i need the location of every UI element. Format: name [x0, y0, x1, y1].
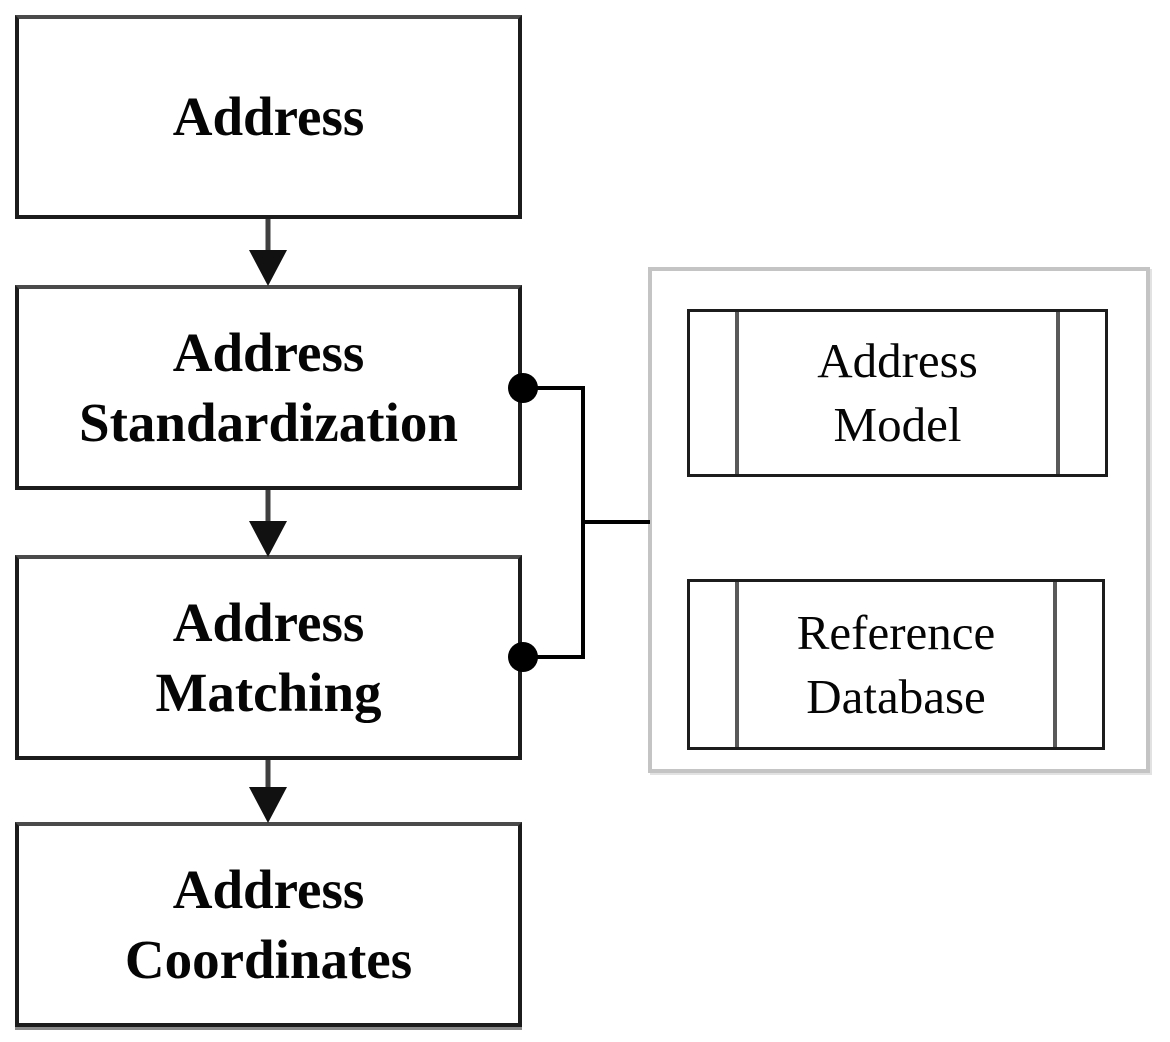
node-address-coordinates: Address Coordinates	[15, 822, 522, 1027]
node-label-line: Address	[172, 322, 365, 384]
node-address-matching: Address Matching	[15, 555, 522, 760]
node-label-line: Coordinates	[124, 928, 413, 990]
resource-label-line: Reference	[796, 604, 996, 660]
arrow-down-icon	[249, 250, 287, 286]
resource-label-line: Address	[817, 333, 978, 389]
resource-label-line: Database	[806, 668, 986, 724]
node-label-line: Standardization	[79, 391, 458, 453]
node-address: Address	[15, 15, 522, 219]
resource-label-line: Model	[833, 397, 962, 452]
node-address-standardization: Address Standardization	[15, 285, 522, 490]
node-label-line: Matching	[155, 661, 382, 723]
node-label-line: Address	[172, 592, 365, 654]
node-label-line: Address	[172, 86, 365, 148]
resource-reference-database: Reference Database	[687, 579, 1105, 750]
arrow-down-icon	[249, 521, 287, 557]
arrow-down-icon	[249, 787, 287, 823]
resource-address-model: Address Model	[687, 309, 1108, 477]
connector-bus-line	[523, 386, 585, 659]
node-label-line: Address	[172, 859, 365, 921]
